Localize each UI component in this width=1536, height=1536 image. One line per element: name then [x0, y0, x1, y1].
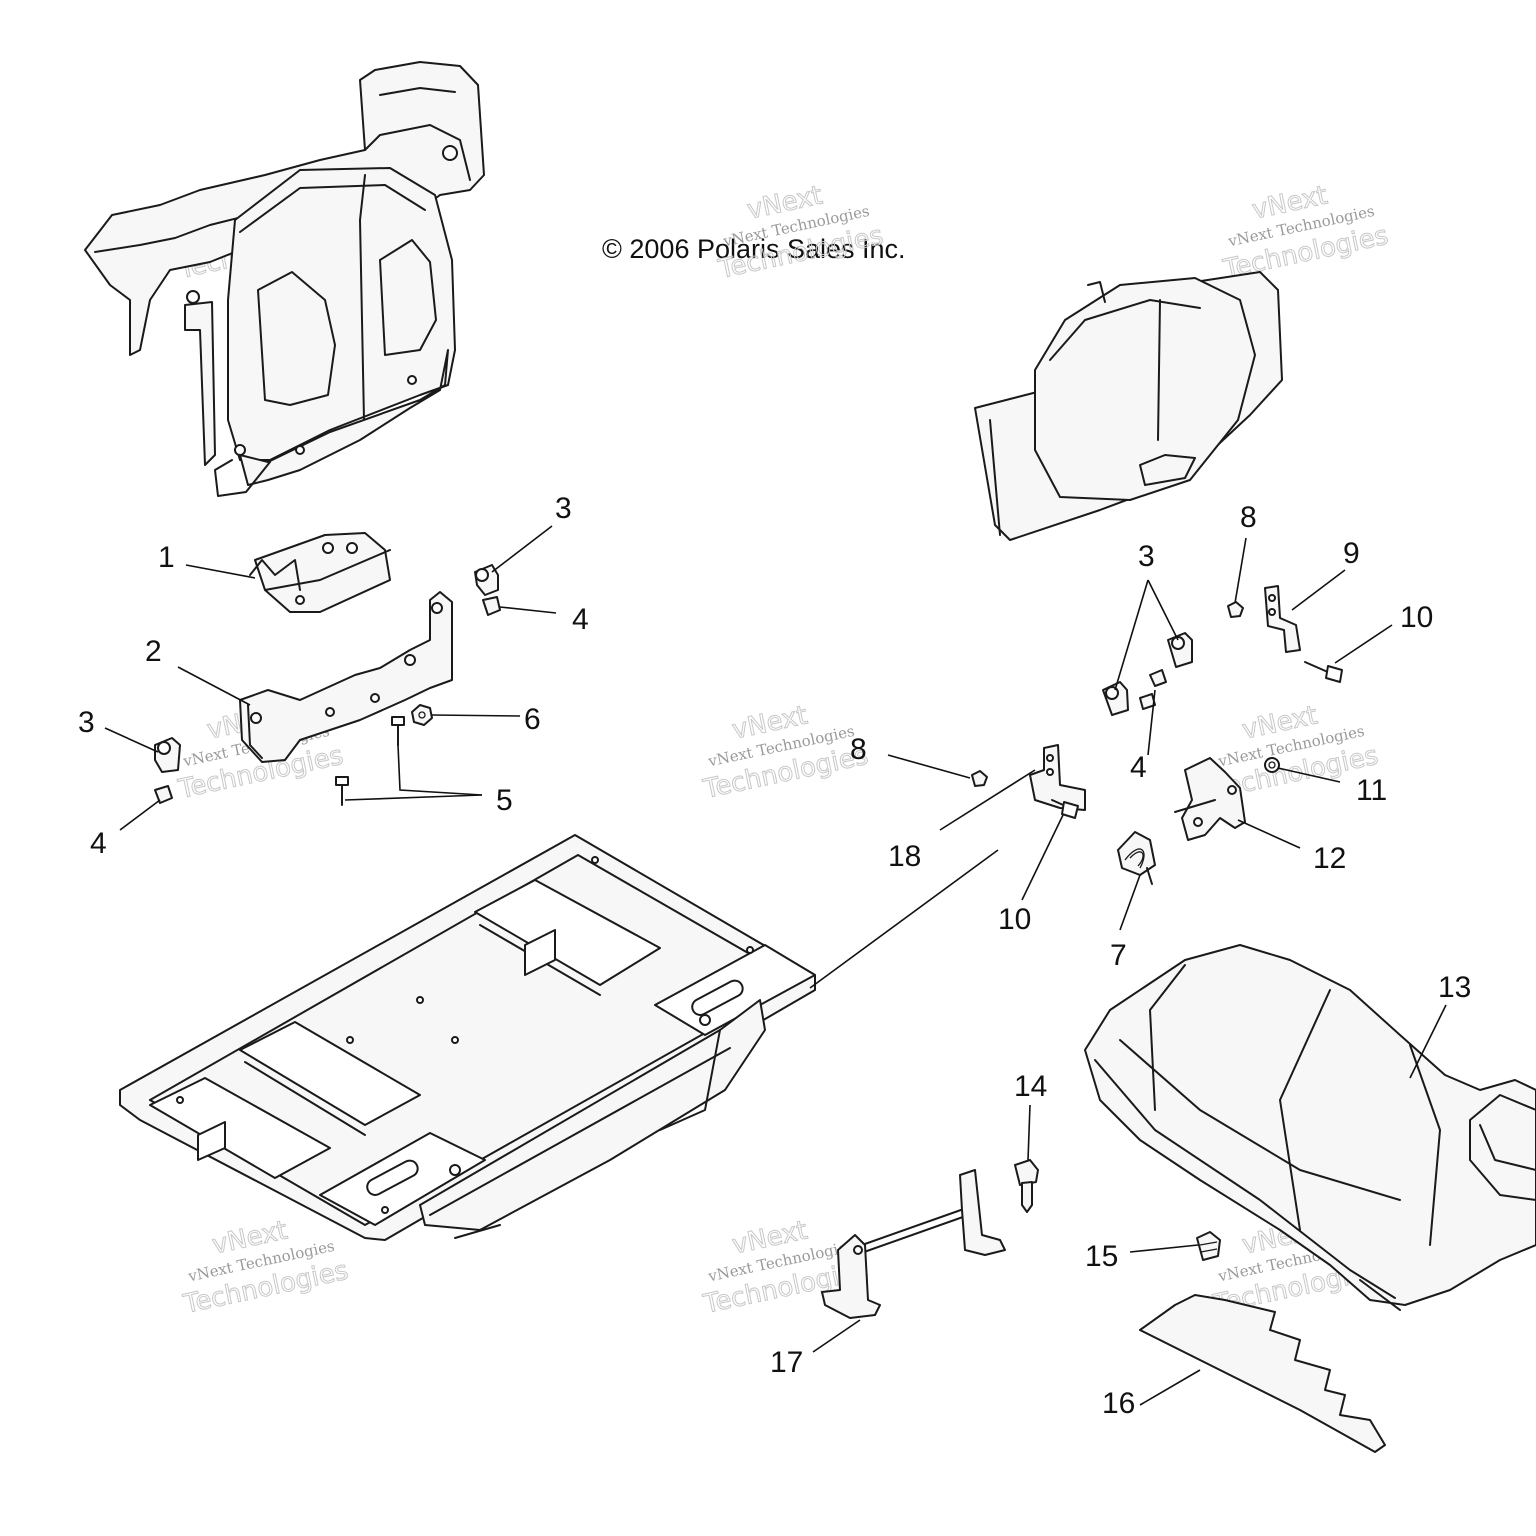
- bolt-10-center: [1051, 799, 1079, 819]
- callout-1: 1: [158, 541, 175, 574]
- callout-12: 12: [1313, 842, 1346, 875]
- callout-13: 13: [1438, 971, 1471, 1004]
- callout-5: 5: [496, 784, 513, 817]
- rear-backrest-assembly: [84, 61, 485, 497]
- fastener-3-left-lower: [154, 737, 181, 773]
- fastener-4-left-upper: [482, 596, 501, 616]
- callout-16: 16: [1102, 1387, 1135, 1420]
- callout-14: 14: [1014, 1070, 1047, 1103]
- callout-3-left: 3: [78, 706, 95, 739]
- seat-base-frame: [119, 834, 816, 1241]
- fastener-4-left-lower: [154, 785, 173, 804]
- callout-17: 17: [770, 1346, 803, 1379]
- callout-6: 6: [524, 703, 541, 736]
- callout-7: 7: [1110, 939, 1127, 972]
- nut-6: [411, 704, 433, 726]
- fastener-3-left-upper: [474, 564, 499, 596]
- watermark-5: vNext vNext Technologies Technologies: [700, 700, 872, 806]
- bolt-10-right: [1304, 661, 1343, 683]
- fastener-4-right: [1139, 669, 1167, 710]
- nut-8-upper: [1227, 601, 1244, 618]
- callout-18: 18: [888, 840, 921, 873]
- seat-13: [1084, 944, 1536, 1311]
- bracket-18: [1029, 744, 1086, 811]
- callout-3-top-left: 3: [555, 492, 572, 525]
- callout-15: 15: [1085, 1240, 1118, 1273]
- nut-8-lower: [971, 770, 988, 787]
- seat-rod-bracket-17: [821, 1169, 1006, 1319]
- leader-lines: [104, 525, 1447, 1406]
- bracket-9: [1264, 585, 1301, 653]
- callout-2: 2: [145, 635, 162, 668]
- pad-16: [1139, 1294, 1386, 1453]
- callout-4-right: 4: [1130, 751, 1147, 784]
- washer-11: [1264, 757, 1280, 773]
- callout-8-center: 8: [850, 733, 867, 766]
- copyright-notice: © 2006 Polaris Sales Inc.: [602, 234, 906, 264]
- latch-plate-12: [1174, 757, 1246, 841]
- part-2-hinge-bracket: [239, 591, 453, 763]
- callout-11: 11: [1356, 774, 1387, 807]
- callout-4-left: 4: [90, 827, 107, 860]
- callout-10-center: 10: [998, 903, 1031, 936]
- bolts-5: [335, 716, 405, 806]
- callout-10-right: 10: [1400, 601, 1433, 634]
- callout-9: 9: [1343, 537, 1360, 570]
- callout-4-top-left: 4: [572, 603, 589, 636]
- spring-7: [1117, 831, 1156, 885]
- fastener-3-right-b: [1167, 632, 1193, 668]
- watermark-7: vNext vNext Technologies Technologies: [180, 1215, 352, 1321]
- watermark-3: vNext vNext Technologies Technologies: [1220, 180, 1392, 286]
- push-pin-14: [1014, 1159, 1039, 1213]
- part-1-latch: [249, 532, 391, 613]
- watermark-2: vNext vNext Technologies Technologies: [715, 180, 887, 286]
- grommet-15: [1196, 1231, 1221, 1261]
- callout-8-right: 8: [1240, 501, 1257, 534]
- front-backrest: [974, 271, 1283, 541]
- callout-labels: 1 2 3 3 3 4 4 4 5 6 7 8 8 9 10 10 11 12 …: [78, 492, 1471, 1420]
- callout-3-right: 3: [1138, 540, 1155, 573]
